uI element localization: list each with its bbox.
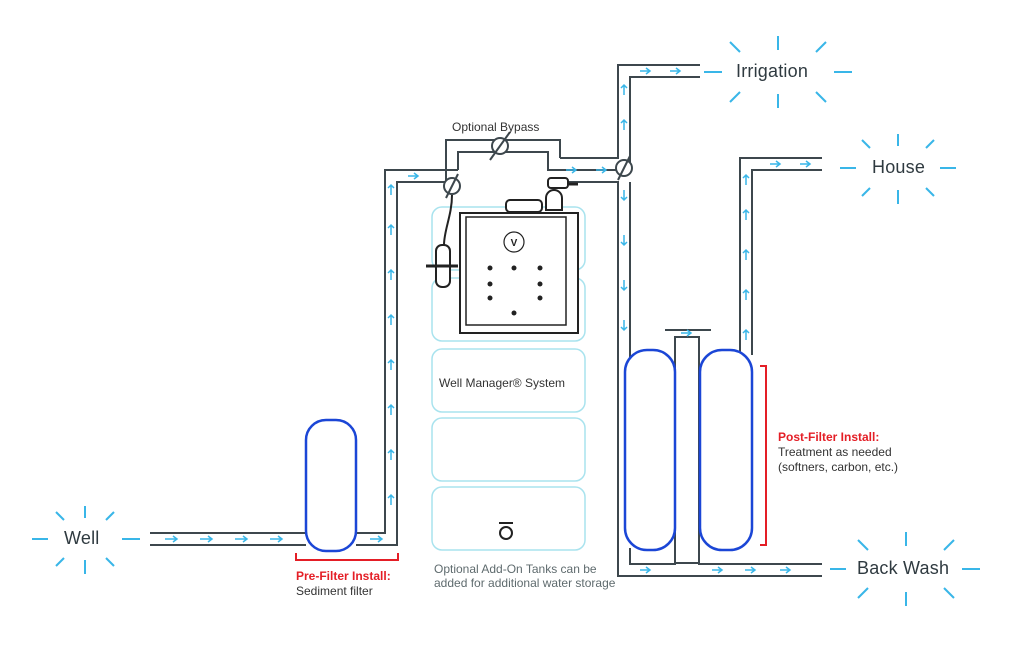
- flow-arrows: [165, 67, 812, 574]
- well-manager-unit: V: [426, 177, 579, 334]
- drain-icon: [499, 522, 513, 540]
- addon-note-line-2: added for additional water storage: [434, 576, 616, 590]
- tank-3: [431, 348, 586, 413]
- tank-4: [431, 417, 586, 482]
- irrigation-label: Irrigation: [736, 61, 809, 81]
- prefilter-bracket: [295, 553, 399, 561]
- system-name-label: Well Manager® System: [439, 376, 565, 390]
- tank-5: [431, 486, 586, 551]
- red-brackets: [295, 365, 767, 561]
- back-wash-label: Back Wash: [857, 558, 950, 578]
- post-filter-2: [698, 348, 754, 552]
- optional-bypass-label: Optional Bypass: [452, 120, 540, 134]
- valves: [443, 131, 633, 199]
- prefilter-desc: Sediment filter: [296, 584, 373, 598]
- addon-note-line-1: Optional Add-On Tanks can be: [434, 562, 597, 576]
- burst-irrigation: [704, 36, 852, 108]
- postfilter-title: Post-Filter Install:: [778, 430, 880, 444]
- brand-logo: [503, 231, 525, 253]
- top-cap: [505, 199, 543, 213]
- well-label: Well: [64, 528, 100, 548]
- burst-well: [32, 506, 140, 574]
- burst-back-wash: [830, 532, 980, 606]
- postfilter-desc-1: Treatment as needed: [778, 445, 892, 459]
- brand-logo-letter: V: [511, 238, 518, 249]
- post-filter-1: [623, 348, 677, 552]
- postfilter-bracket: [760, 365, 767, 546]
- prefilter-title: Pre-Filter Install:: [296, 569, 391, 583]
- postfilter-desc-2: (softners, carbon, etc.): [778, 460, 899, 474]
- house-label: House: [872, 157, 926, 177]
- pre-filter: [304, 418, 358, 553]
- burst-house: [840, 134, 956, 204]
- filters: [304, 348, 754, 553]
